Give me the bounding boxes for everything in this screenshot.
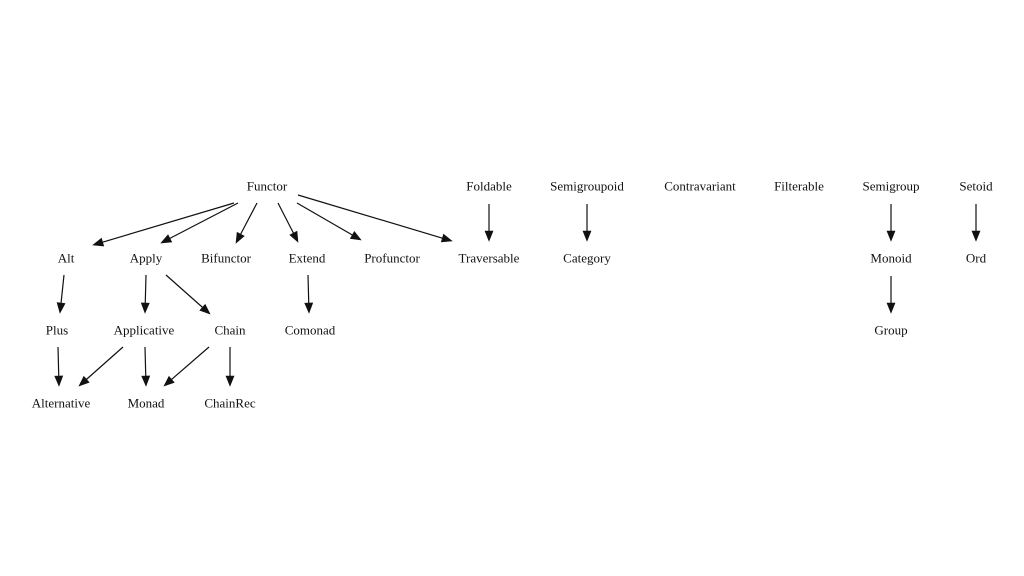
node-semigroup: Semigroup [862,179,919,194]
arrowhead [141,375,151,387]
edge-extend-to-comonad [304,274,314,314]
node-chain: Chain [214,323,246,338]
edge-foldable-to-traversable [484,204,494,242]
arrowhead [235,231,245,244]
arrowhead [304,302,314,314]
edge-applicative-to-monad [141,346,151,387]
arrowhead [160,234,173,244]
arrowhead [886,230,896,242]
edge-functor-to-apply [160,202,239,244]
edge-line [169,202,239,239]
edge-functor-to-alt [92,202,235,247]
node-extend: Extend [289,251,326,266]
nodes-layer: Functor Foldable Semigroupoid Contravariant… [32,179,993,411]
arrowhead [440,233,453,243]
arrowhead [78,375,90,387]
edge-functor-to-profunctor [296,202,362,241]
node-foldable: Foldable [466,179,512,194]
arrowhead [140,302,150,314]
node-alt: Alt [58,251,75,266]
node-traversable: Traversable [459,251,520,266]
arrowhead [92,237,105,247]
edge-chain-to-chainrec [225,347,235,387]
arrowhead [349,230,362,241]
node-filterable: Filterable [774,179,824,194]
node-profunctor: Profunctor [364,251,420,266]
node-bifunctor: Bifunctor [201,251,251,266]
node-monad: Monad [128,396,165,411]
node-chainrec: ChainRec [204,396,255,411]
edge-apply-to-applicative [140,274,150,314]
arrowhead [971,230,981,242]
arrowhead [56,302,66,314]
edge-line [60,274,65,304]
edge-line [277,202,294,234]
node-comonad: Comonad [285,323,336,338]
edge-line [57,346,60,377]
edge-line [307,274,310,304]
arrowhead [289,230,299,243]
node-category: Category [563,251,611,266]
edge-setoid-to-ord [971,204,981,242]
edge-semigroupoid-to-category [582,204,592,242]
edge-line [165,274,203,308]
edge-line [144,346,147,377]
edge-line [102,202,235,243]
edge-alt-to-plus [56,274,66,314]
node-group: Group [874,323,907,338]
edge-chain-to-monad [163,346,210,387]
edge-functor-to-traversable [297,194,453,243]
edges-layer [54,194,981,387]
edge-line [171,346,210,380]
node-apply: Apply [130,251,163,266]
node-plus: Plus [46,323,68,338]
edge-functor-to-bifunctor [235,202,258,244]
edge-line [297,194,443,239]
node-functor: Functor [247,179,288,194]
edge-line [86,346,124,380]
arrowhead [582,230,592,242]
edge-line [144,274,147,304]
edge-line [240,202,258,235]
arrowhead [54,375,64,387]
node-alternative: Alternative [32,396,91,411]
edge-apply-to-chain [165,274,211,315]
arrowhead [886,302,896,314]
arrowhead [484,230,494,242]
arrowhead [225,375,235,387]
node-applicative: Applicative [114,323,175,338]
edge-line [296,202,353,236]
edge-plus-to-alternative [54,346,64,387]
edge-functor-to-extend [277,202,299,243]
edge-monoid-to-group [886,276,896,314]
node-monoid: Monoid [870,251,912,266]
node-contravariant: Contravariant [664,179,736,194]
node-ord: Ord [966,251,987,266]
node-semigroupoid: Semigroupoid [550,179,624,194]
arrowhead [163,375,175,387]
edge-semigroup-to-monoid [886,204,896,242]
node-setoid: Setoid [959,179,993,194]
arrowhead [199,303,211,315]
edge-applicative-to-alternative [78,346,124,387]
